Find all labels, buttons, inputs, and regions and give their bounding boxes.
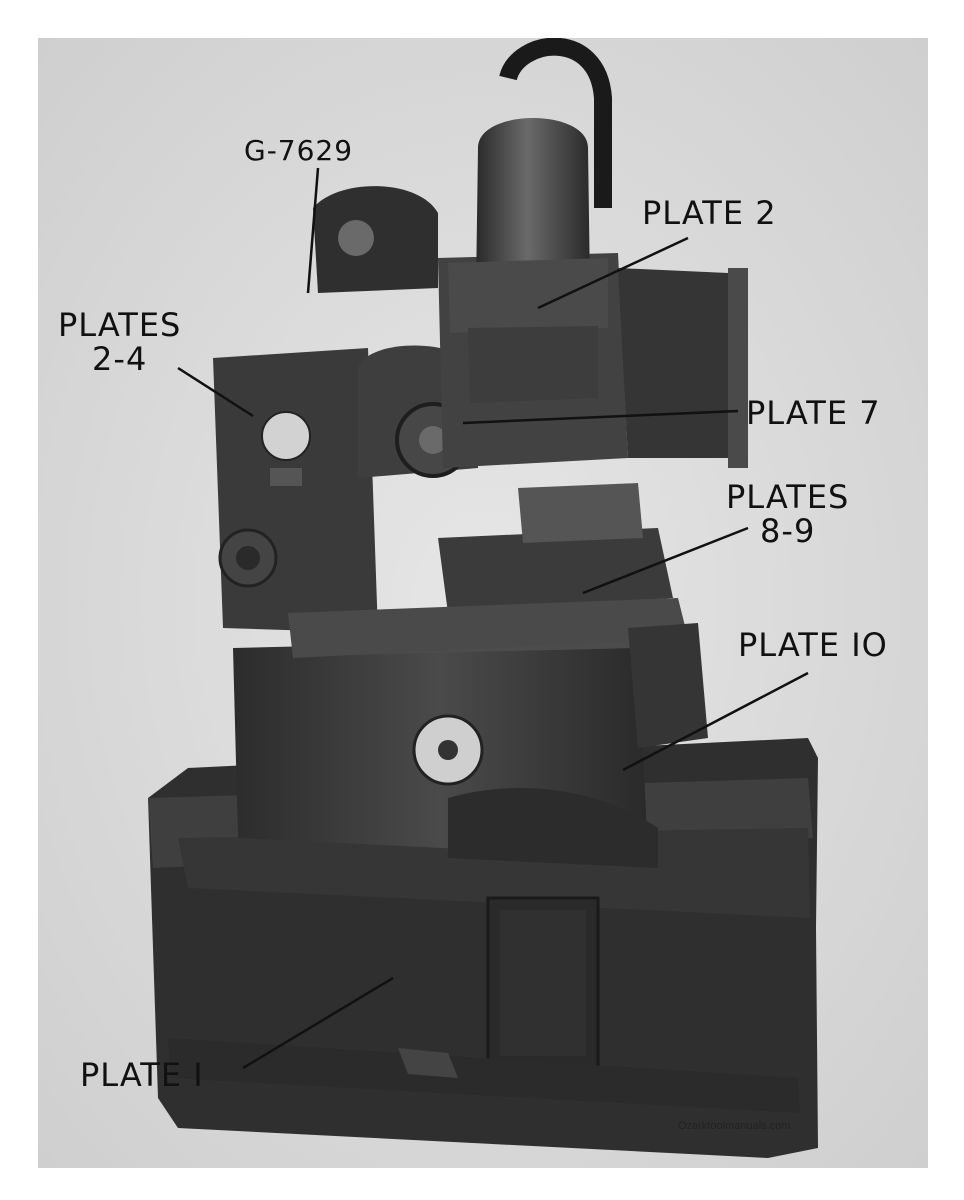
leader-plates-8-9: [582, 526, 749, 595]
machine-column: [233, 623, 658, 868]
leader-plate1: [242, 976, 394, 1070]
machine-photo-panel: G-7629 PLATE 2 PLATES 2-4 PLATE 7 PLATES…: [38, 38, 928, 1168]
label-plate10: PLATE IO: [738, 626, 888, 664]
leader-plate2: [537, 236, 689, 310]
label-plates-2-4-line1: PLATES: [58, 306, 182, 344]
leader-lines: [177, 167, 809, 1070]
work-table: [288, 483, 708, 748]
label-plates-8-9-line2: 8-9: [760, 512, 816, 550]
label-g7629: G-7629: [244, 134, 354, 167]
label-plate1: PLATE I: [80, 1056, 204, 1094]
leader-plates-2-4: [177, 366, 254, 418]
watermark-text: Ozarktoolmanuals.com: [678, 1120, 791, 1132]
label-plates-2-4-line2: 2-4: [92, 340, 148, 378]
label-plates-2-4: PLATES 2-4: [58, 308, 181, 376]
label-plates-8-9-line1: PLATES: [726, 478, 850, 516]
label-plates-8-9: PLATES 8-9: [726, 480, 849, 548]
gear-machine-illustration: [38, 38, 928, 1168]
leader-plate10: [622, 671, 809, 772]
spindle-column: [448, 38, 612, 403]
leader-g7629: [306, 167, 320, 294]
label-plate2: PLATE 2: [642, 194, 777, 232]
motor-housing: [313, 186, 438, 293]
label-plate7: PLATE 7: [746, 394, 881, 432]
leader-plate7: [462, 409, 739, 425]
